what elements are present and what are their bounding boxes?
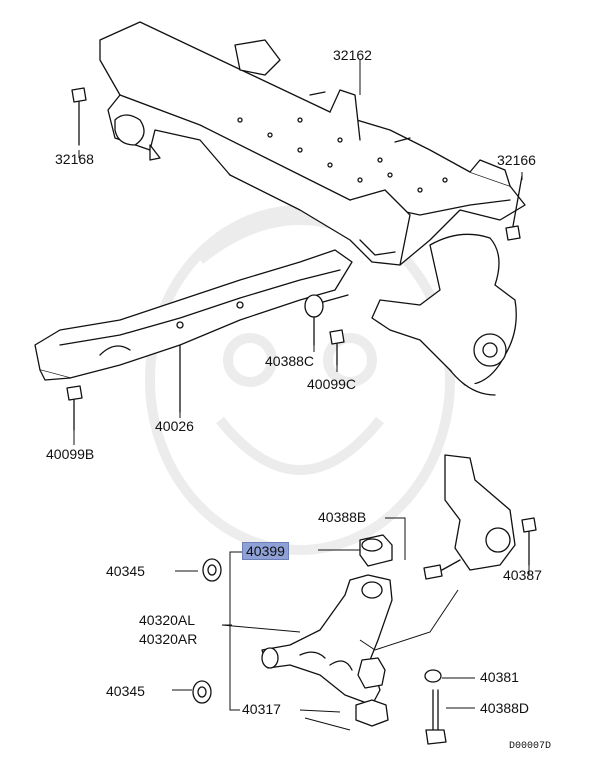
bolt-40387[interactable] bbox=[521, 517, 537, 566]
knuckle-lower bbox=[444, 454, 516, 571]
bushing-40399[interactable] bbox=[359, 534, 393, 567]
callout-40345-lower[interactable]: 40345 bbox=[106, 683, 145, 699]
member-40026[interactable] bbox=[34, 249, 353, 413]
washer-40345-lower[interactable] bbox=[192, 680, 212, 704]
callout-40099b[interactable]: 40099B bbox=[46, 446, 95, 462]
bolt-40099b[interactable] bbox=[66, 385, 83, 431]
callout-32162[interactable]: 32162 bbox=[333, 47, 372, 63]
callout-40388c[interactable]: 40388C bbox=[265, 353, 315, 369]
bolt-40388b[interactable] bbox=[423, 559, 461, 580]
callout-40381[interactable]: 40381 bbox=[480, 669, 519, 685]
crossmember-32162[interactable] bbox=[99, 21, 526, 266]
bolt-32166[interactable] bbox=[505, 175, 523, 241]
bolt-40388d[interactable] bbox=[425, 689, 447, 745]
callout-40026[interactable]: 40026 bbox=[155, 418, 194, 434]
nut-40381[interactable] bbox=[424, 669, 442, 683]
callout-32168[interactable]: 32168 bbox=[55, 151, 94, 167]
callout-40320al[interactable]: 40320AL bbox=[139, 612, 196, 628]
callout-40399[interactable]: 40399 bbox=[242, 542, 289, 560]
ball-joint-40317[interactable] bbox=[355, 657, 389, 727]
bolt-40099c[interactable] bbox=[329, 329, 345, 366]
callout-40317[interactable]: 40317 bbox=[242, 701, 281, 717]
callout-40388d[interactable]: 40388D bbox=[480, 700, 530, 716]
callout-40388b[interactable]: 40388B bbox=[318, 509, 367, 525]
knuckle-upper bbox=[371, 233, 517, 396]
callout-40099c[interactable]: 40099C bbox=[307, 376, 357, 392]
leader-lines bbox=[73, 60, 530, 731]
callout-32166[interactable]: 32166 bbox=[497, 152, 536, 168]
washer-40345-upper[interactable] bbox=[202, 558, 222, 582]
callout-40345-upper[interactable]: 40345 bbox=[106, 563, 145, 579]
diagram-code: D00007D bbox=[509, 741, 552, 752]
bolt-32168[interactable] bbox=[71, 87, 87, 146]
bolt-40388c[interactable] bbox=[304, 294, 349, 346]
callout-40320ar[interactable]: 40320AR bbox=[139, 631, 198, 647]
callout-40387[interactable]: 40387 bbox=[503, 567, 542, 583]
